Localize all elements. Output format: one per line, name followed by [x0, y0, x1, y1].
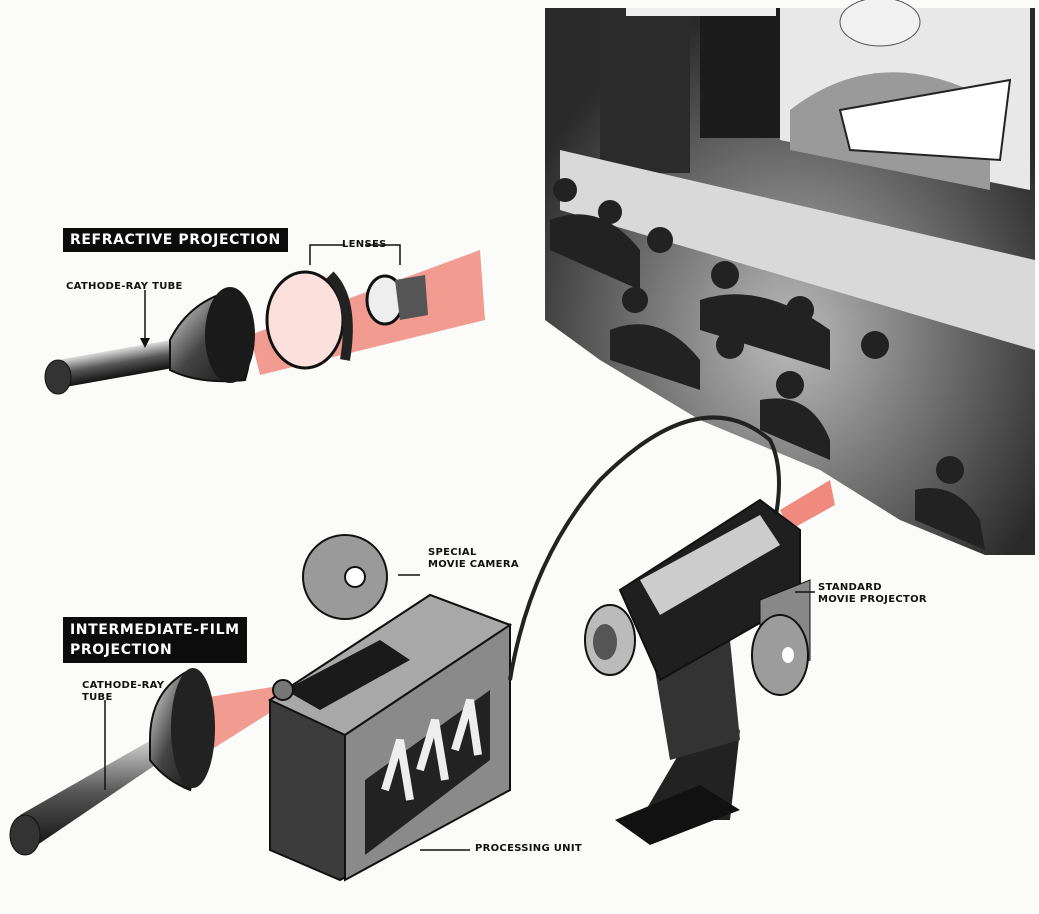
book [838, 78, 1012, 162]
title-line-2: PROJECTION [70, 642, 173, 658]
lenses-label: LENSES [342, 239, 387, 250]
cathode-ray-tube-label: CATHODE-RAY TUBE [66, 281, 183, 292]
title-line-1: INTERMEDIATE-FILM [70, 622, 240, 638]
projector-label-line-2: MOVIE PROJECTOR [818, 594, 927, 605]
tube-label-line-2: TUBE [82, 692, 113, 703]
intermediate-film-projection-title: INTERMEDIATE-FILM PROJECTION [63, 617, 247, 663]
theater-scene [545, 0, 1035, 555]
intermediate-projection-artwork [9, 415, 835, 882]
special-movie-camera-label: SPECIAL MOVIE CAMERA [428, 547, 519, 571]
refractive-projection-artwork [44, 244, 485, 395]
tube-label-line-1: CATHODE-RAY [82, 680, 165, 691]
audience [550, 178, 985, 550]
lens-large [265, 270, 345, 370]
camera-label-line-1: SPECIAL [428, 547, 477, 558]
standard-movie-projector-label: STANDARD MOVIE PROJECTOR [818, 582, 927, 606]
intermediate-cathode-ray-tube-label: CATHODE-RAY TUBE [82, 680, 164, 704]
processing-unit-label: PROCESSING UNIT [475, 843, 582, 854]
refractive-projection-title: REFRACTIVE PROJECTION [63, 228, 288, 252]
camera-label-line-2: MOVIE CAMERA [428, 559, 519, 570]
projector-label-line-1: STANDARD [818, 582, 882, 593]
cable [508, 415, 781, 681]
